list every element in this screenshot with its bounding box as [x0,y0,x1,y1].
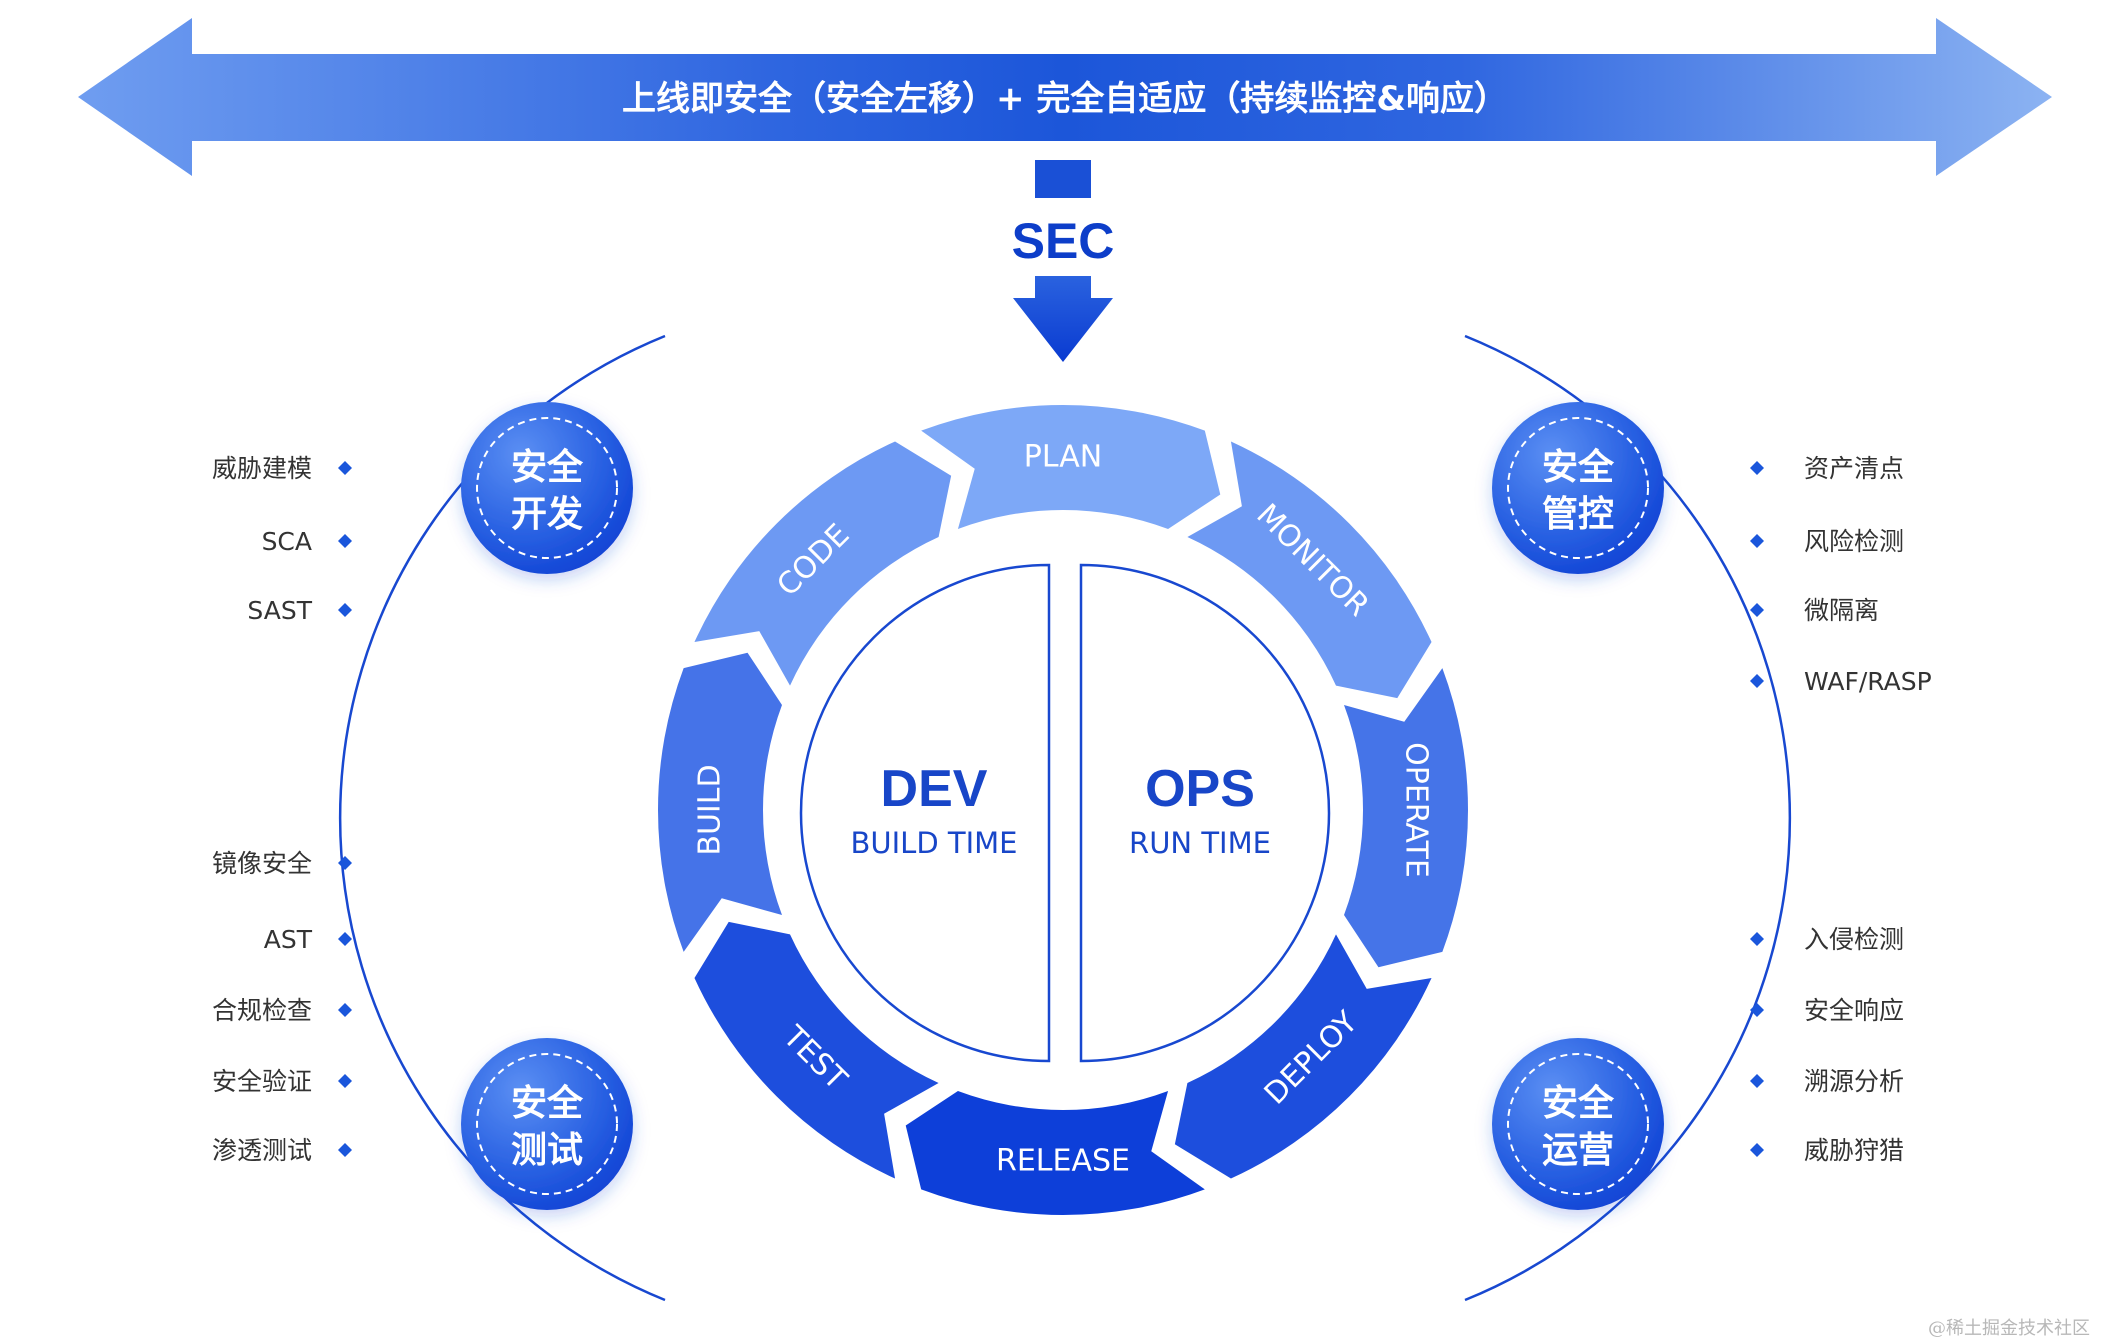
stage-segment-deploy [1174,934,1432,1179]
stage-label-release: RELEASE [996,1144,1130,1179]
list-item-test: 渗透测试 [212,1136,312,1165]
badge-ops-line2: 运营 [1542,1130,1614,1171]
bullet-diamond-icon [338,461,352,475]
badge-control-line2: 管控 [1542,494,1614,535]
bullet-diamond-icon [1750,1074,1764,1088]
list-item-control: WAF/RASP [1804,667,1932,696]
list-item-control: 微隔离 [1804,596,1879,625]
sec-arrow: SEC [1012,160,1115,362]
bullet-diamond-icon [1750,1143,1764,1157]
sec-arrow-bar [1035,160,1091,198]
list-item-dev: SCA [262,527,312,556]
watermark: @稀土掘金技术社区 [1928,1318,2090,1339]
badge-secure-control: 安全 管控 [1492,402,1664,574]
stage-segment-monitor [1187,441,1432,699]
sec-arrow-head [1013,276,1113,362]
dev-title: DEV [881,760,988,818]
list-item-test: 镜像安全 [212,849,312,878]
list-item-dev: SAST [247,596,312,625]
list-item-dev: 威胁建模 [212,454,312,483]
bullet-diamond-icon [338,856,352,870]
bullet-diamond-icon [338,932,352,946]
stage-label-operate: OPERATE [1399,742,1434,878]
sec-label: SEC [1012,213,1115,269]
stage-segment-test [694,921,939,1179]
bullet-diamond-icon [1750,603,1764,617]
ops-half-outline [1079,563,1331,1063]
ops-subtitle: RUN TIME [1129,826,1271,860]
bullet-diamond-icon [1750,534,1764,548]
top-banner: 上线即安全（安全左移）+ 完全自适应（持续监控&响应） [78,18,2052,176]
stage-label-build: BUILD [693,764,728,855]
badge-control-line1: 安全 [1542,446,1615,488]
list-secure-dev: 威胁建模 SCA SAST [212,454,352,625]
badge-secure-test: 安全 测试 [461,1038,633,1210]
badge-secure-ops: 安全 运营 [1492,1038,1664,1210]
badge-dev-line2: 开发 [511,494,583,535]
center-circle-bg [808,555,1318,1065]
banner-arrow-shape [78,18,2052,176]
center-circle: DEV BUILD TIME OPS RUN TIME [799,555,1331,1065]
list-item-test: AST [264,925,313,954]
bullet-diamond-icon [1750,932,1764,946]
list-item-control: 风险检测 [1804,527,1904,556]
list-item-ops: 安全响应 [1804,996,1904,1025]
devops-ring: PLANMONITOROPERATEDEPLOYRELEASETESTBUILD… [658,405,1468,1216]
bullet-diamond-icon [1750,461,1764,475]
list-item-test: 合规检查 [212,996,312,1025]
bullet-diamond-icon [1750,1003,1764,1017]
badge-test-line1: 安全 [511,1082,584,1124]
stage-segment-release [905,1091,1205,1216]
stage-label-plan: PLAN [1024,440,1102,475]
list-item-test: 安全验证 [212,1067,312,1096]
bullet-diamond-icon [338,534,352,548]
stage-segment-plan [921,405,1221,529]
stage-segment-code [694,441,952,686]
stage-segment-build [658,652,782,952]
badge-secure-dev: 安全 开发 [461,402,633,574]
list-item-ops: 威胁狩猎 [1804,1136,1904,1165]
badge-test-line2: 测试 [511,1130,583,1171]
bullet-diamond-icon [338,1003,352,1017]
bullet-diamond-icon [338,1074,352,1088]
dev-subtitle: BUILD TIME [851,826,1018,860]
dev-half-outline [799,563,1051,1063]
bullet-diamond-icon [1750,674,1764,688]
list-item-ops: 溯源分析 [1804,1067,1904,1096]
bullet-diamond-icon [338,1143,352,1157]
banner-text: 上线即安全（安全左移）+ 完全自适应（持续监控&响应） [622,79,1508,119]
ops-title: OPS [1145,760,1255,818]
bullet-diamond-icon [338,603,352,617]
stage-segment-operate [1344,668,1468,968]
badge-ops-line1: 安全 [1542,1082,1615,1124]
list-item-control: 资产清点 [1804,454,1904,483]
badge-dev-line1: 安全 [511,446,584,488]
list-item-ops: 入侵检测 [1804,925,1904,954]
